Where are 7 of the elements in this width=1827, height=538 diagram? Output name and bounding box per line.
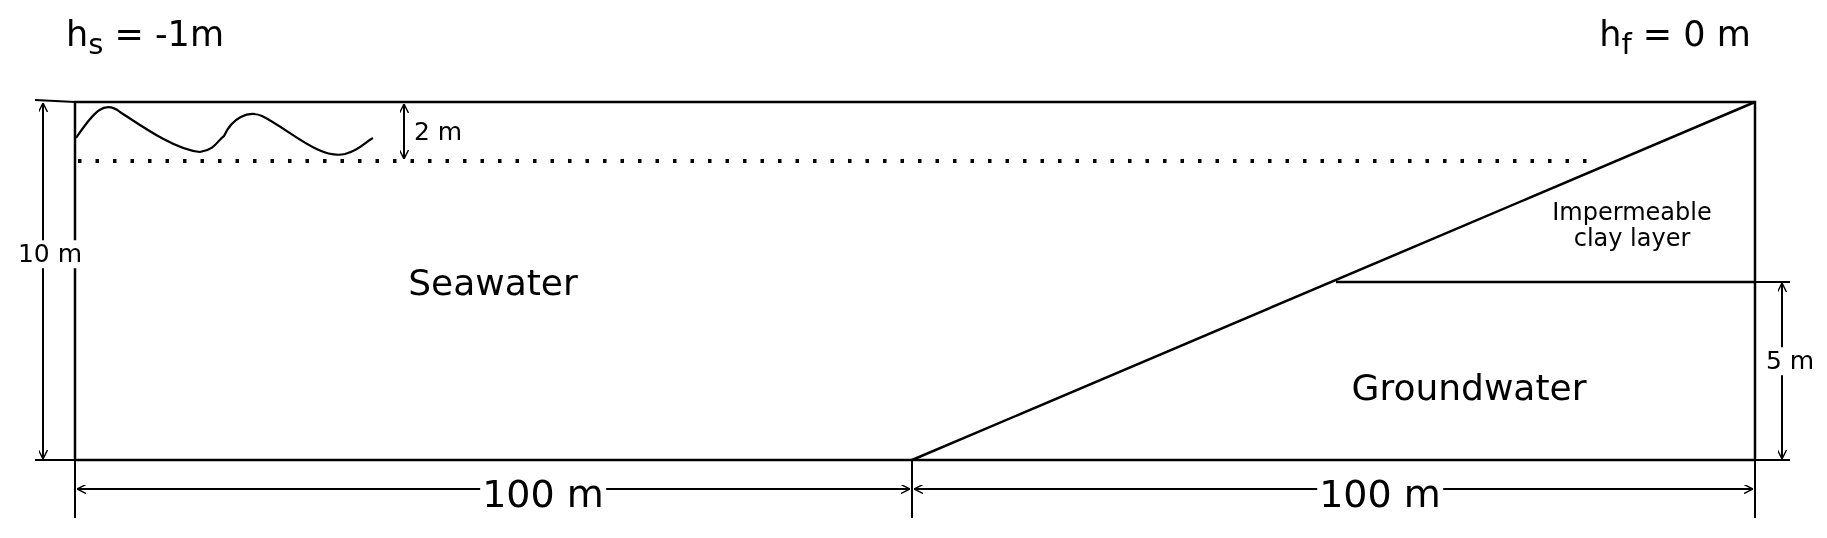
region-label: Seawater [408, 263, 578, 303]
region-label: Impermeable clay layer [1551, 198, 1713, 252]
region-label: Groundwater [1351, 368, 1587, 408]
dimension-label: 2 m [413, 118, 463, 146]
head-label: h$_{s}$ = -1m [66, 15, 224, 61]
dimension-label: 10 m [17, 240, 83, 268]
head-label: h$_{f}$ = 0 m [1599, 15, 1751, 61]
